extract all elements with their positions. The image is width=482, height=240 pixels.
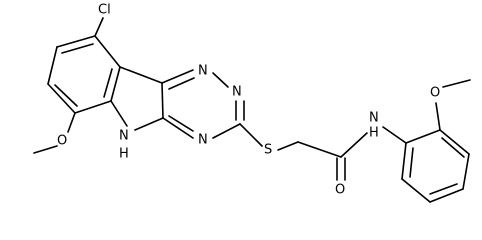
bond	[277, 141, 299, 151]
bond	[47, 46, 58, 85]
bond	[94, 35, 121, 68]
chlorine-label: Cl	[98, 3, 111, 18]
indole-nitrogen-label: N	[119, 129, 129, 144]
triazine-nitrogen-label: N	[198, 133, 208, 148]
bond	[409, 147, 414, 178]
methoxy-oxygen-left-label: O	[57, 134, 67, 149]
bond	[442, 79, 471, 88]
bond	[56, 35, 96, 48]
bond	[401, 178, 431, 203]
molecule-structure: Cl N N N N H S O N H O O	[33, 3, 471, 203]
bond-layer	[33, 17, 471, 203]
bond	[94, 17, 104, 37]
bond	[162, 117, 194, 139]
triazine-nitrogen-label: N	[232, 85, 242, 100]
methoxy-oxygen-right-label: O	[430, 86, 440, 101]
bond	[435, 102, 441, 131]
bond	[54, 84, 78, 107]
bond	[239, 123, 263, 147]
bond	[103, 68, 113, 98]
atom-label-layer: Cl N N N N H S O N H O O	[57, 3, 440, 198]
triazine-nitrogen-label: N	[198, 64, 208, 79]
bond	[161, 69, 194, 84]
bond	[382, 126, 407, 144]
bond	[439, 129, 470, 155]
sulfur-label: S	[264, 143, 272, 158]
bond	[61, 43, 94, 54]
bond	[33, 145, 58, 154]
bond	[134, 117, 164, 131]
bond	[462, 153, 470, 190]
bond	[297, 141, 342, 158]
bond	[429, 183, 458, 195]
bond	[168, 77, 195, 90]
bond	[212, 72, 229, 88]
amide-nitrogen-label: N	[369, 111, 379, 126]
bond	[74, 100, 112, 114]
bond	[441, 137, 465, 158]
bond	[405, 129, 441, 144]
bond	[168, 115, 194, 132]
bond	[67, 112, 76, 133]
bond	[47, 83, 76, 114]
bond	[119, 66, 163, 84]
bond	[110, 66, 121, 102]
bond	[429, 188, 464, 203]
structure-diagram: Cl N N N N H S O N H O O	[33, 3, 471, 203]
bond	[401, 142, 407, 180]
bond	[110, 100, 128, 127]
bond	[340, 132, 368, 158]
amide-hydrogen-label: H	[369, 126, 379, 141]
indole-hydrogen-label: H	[119, 147, 129, 162]
bond	[161, 82, 164, 119]
bond	[212, 123, 241, 139]
carbonyl-oxygen-label: O	[335, 183, 345, 198]
